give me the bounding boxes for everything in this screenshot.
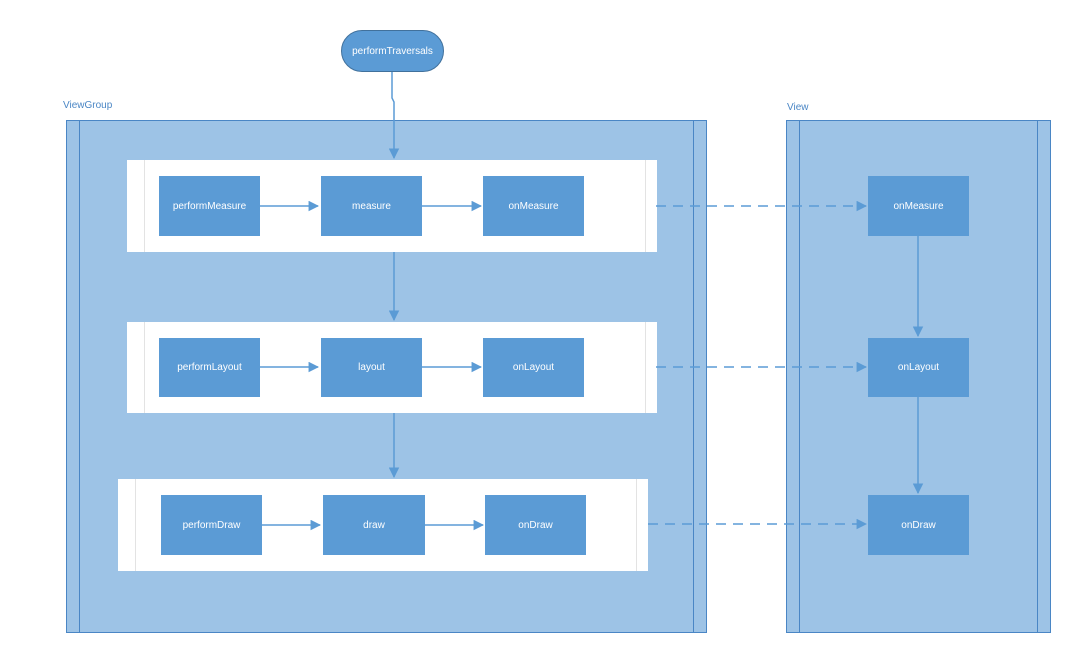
measure-band-left-rule	[144, 160, 145, 252]
onmeasure-node: onMeasure	[483, 176, 584, 236]
viewgroup-lane-title: ViewGroup	[63, 100, 113, 111]
perform-draw-node: performDraw	[161, 495, 262, 555]
viewgroup-lane-right-divider	[693, 121, 694, 632]
measure-node: measure	[321, 176, 422, 236]
arrow-traversals-to-measure	[388, 72, 400, 160]
view-lane-right-divider	[1037, 121, 1038, 632]
layout-band-left-rule	[144, 322, 145, 413]
view-onmeasure-node: onMeasure	[868, 176, 969, 236]
measure-band-right-rule	[645, 160, 646, 252]
draw-band-left-rule	[135, 479, 136, 571]
layout-node: layout	[321, 338, 422, 397]
draw-node: draw	[323, 495, 425, 555]
view-lane-left-divider	[799, 121, 800, 632]
perform-layout-node: performLayout	[159, 338, 260, 397]
perform-traversals-node: performTraversals	[341, 30, 444, 72]
view-onlayout-node: onLayout	[868, 338, 969, 397]
view-lane-title: View	[787, 102, 809, 113]
ondraw-node: onDraw	[485, 495, 586, 555]
viewgroup-lane-left-divider	[79, 121, 80, 632]
perform-measure-node: performMeasure	[159, 176, 260, 236]
onlayout-node: onLayout	[483, 338, 584, 397]
view-ondraw-node: onDraw	[868, 495, 969, 555]
draw-band-right-rule	[636, 479, 637, 571]
layout-band-right-rule	[645, 322, 646, 413]
